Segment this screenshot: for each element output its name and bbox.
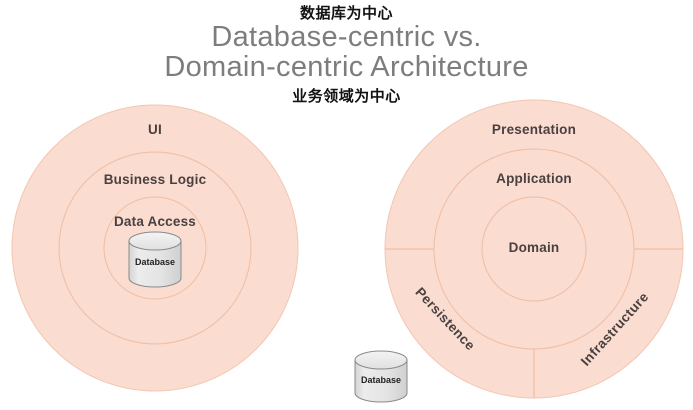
left-ring-label-business-logic: Business Logic [104,172,207,187]
chinese-annotation-top: 数据库为中心 [299,4,393,22]
right-ring-label-domain: Domain [509,240,560,255]
page-title-line-1: Database-centric vs. [211,21,482,53]
left-database-cylinder-icon: Database [128,231,182,288]
right-ring-inner-domain [481,196,587,302]
left-cylinder-body [128,240,182,288]
left-ring-label-ui: UI [148,122,162,137]
right-cylinder-body [354,359,408,403]
right-cylinder-top [354,350,408,370]
right-cylinder-label: Database [361,375,401,385]
right-ring-label-application: Application [496,171,572,186]
left-cylinder-top [128,231,182,251]
left-circle-group: UI Business Logic Data Access Database [11,104,299,392]
right-database-cylinder-icon: Database [354,350,408,403]
right-circle-group: Presentation Application Domain Persiste… [384,99,684,399]
chinese-annotation-bottom: 业务领域为中心 [292,87,401,105]
page-title-line-2: Domain-centric Architecture [164,51,529,83]
left-ring-label-data-access: Data Access [114,214,196,229]
right-ring-label-presentation: Presentation [492,122,576,137]
left-cylinder-label: Database [135,257,175,267]
